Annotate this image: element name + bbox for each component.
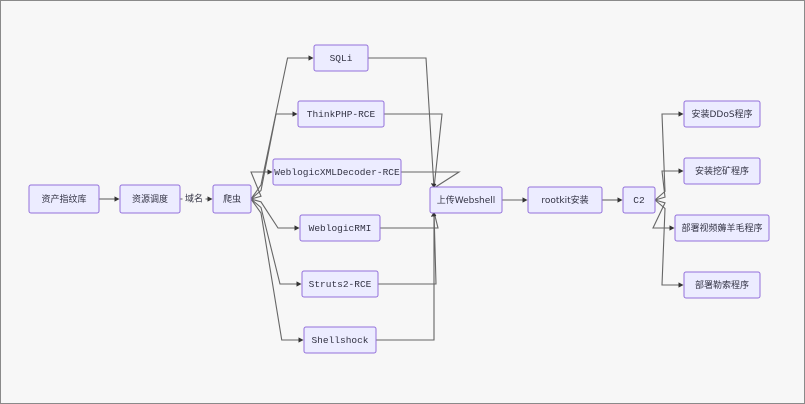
node-label: 安装DDoS程序 (691, 108, 752, 120)
node-box[interactable] (301, 270, 379, 298)
edge-n7-n10 (380, 211, 439, 229)
node-label: rootkit安装 (541, 194, 588, 206)
node-label: Struts2-RCE (309, 279, 372, 290)
node-label: 资源调度 (132, 193, 168, 205)
edge-arrowhead (114, 196, 120, 202)
node-box[interactable] (119, 184, 181, 214)
flow-node[interactable]: Struts2-RCE (301, 270, 379, 298)
edge-n12-n13 (654, 113, 679, 201)
node-box[interactable] (313, 44, 369, 72)
node-box[interactable] (429, 186, 503, 214)
edge-labels-layer: 域名 (182, 192, 206, 206)
node-label: 上传Webshell (437, 194, 496, 206)
node-label: 部署视频薅羊毛程序 (681, 222, 762, 234)
node-label: Shellshock (311, 335, 368, 346)
edge-n12-n14 (654, 170, 679, 201)
edge-arrowhead (267, 169, 273, 175)
flow-node[interactable]: 资源调度 (119, 184, 181, 214)
edge-arrowhead (207, 196, 213, 202)
edge-arrowhead (292, 111, 298, 117)
flow-node[interactable]: 安装挖矿程序 (683, 157, 761, 185)
flow-node[interactable]: 上传Webshell (429, 186, 503, 214)
edge-arrowhead (678, 168, 684, 174)
edge-label-backdrop (182, 192, 206, 206)
edge-arrowhead (298, 337, 304, 343)
flow-node[interactable]: 部署勒索程序 (683, 271, 761, 299)
node-label: 安装挖矿程序 (695, 165, 749, 177)
edge-n3-n5 (250, 113, 293, 200)
edge-arrowhead (431, 183, 437, 188)
edge-n3-n7 (250, 198, 295, 229)
edge-n5-n10 (384, 113, 443, 189)
node-box[interactable] (28, 184, 100, 214)
edge-n3-n6 (250, 171, 268, 200)
node-box[interactable] (297, 100, 385, 128)
node-box[interactable] (303, 326, 377, 354)
flow-node[interactable]: ThinkPHP-RCE (297, 100, 385, 128)
node-box[interactable] (674, 214, 770, 242)
flow-node[interactable]: 安装DDoS程序 (683, 100, 761, 128)
node-label: 爬虫 (223, 193, 241, 205)
flow-node[interactable]: 爬虫 (212, 184, 252, 214)
edge-n4-n10 (368, 57, 435, 189)
flow-node[interactable]: WeblogicRMI (299, 214, 381, 242)
node-label: WeblogicXMLDecoder-RCE (274, 167, 400, 178)
node-label: 部署勒索程序 (695, 279, 749, 291)
edge-n3-n9 (250, 198, 299, 341)
flow-node[interactable]: C2 (622, 186, 656, 214)
node-box[interactable] (683, 271, 761, 299)
edge-n3-n8 (250, 198, 297, 285)
node-box[interactable] (683, 100, 761, 128)
edges-layer (99, 55, 684, 343)
flow-node[interactable]: rootkit安装 (527, 186, 603, 214)
edge-n6-n10 (401, 171, 461, 189)
node-box[interactable] (299, 214, 381, 242)
node-box[interactable] (272, 158, 402, 186)
node-label: C2 (633, 195, 645, 206)
edge-arrowhead (617, 197, 623, 203)
flow-node[interactable]: Shellshock (303, 326, 377, 354)
edge-n9-n10 (376, 212, 435, 341)
node-box[interactable] (683, 157, 761, 185)
edge-arrowhead (678, 111, 684, 117)
edge-arrowhead (669, 225, 675, 231)
node-label: WeblogicRMI (309, 223, 372, 234)
node-box[interactable] (212, 184, 252, 214)
edge-arrowhead (678, 282, 684, 288)
edge-label: 域名 (182, 192, 206, 206)
node-box[interactable] (622, 186, 656, 214)
flow-node[interactable]: 资产指纹库 (28, 184, 100, 214)
node-label: 资产指纹库 (41, 193, 86, 205)
edge-n12-n15 (652, 199, 670, 229)
edge-arrowhead (296, 281, 302, 287)
flow-node[interactable]: 部署视频薅羊毛程序 (674, 214, 770, 242)
node-label: SQLi (330, 53, 353, 64)
node-label: ThinkPHP-RCE (307, 109, 376, 120)
flow-node[interactable]: WeblogicXMLDecoder-RCE (272, 158, 402, 186)
edge-arrowhead (522, 197, 528, 203)
flow-node[interactable]: SQLi (313, 44, 369, 72)
edge-arrowhead (294, 225, 300, 231)
edge-label-text: 域名 (185, 193, 203, 205)
edge-arrowhead (308, 55, 314, 61)
edge-n8-n10 (378, 211, 437, 285)
node-box[interactable] (527, 186, 603, 214)
edge-arrowhead (431, 212, 437, 217)
edge-n12-n16 (654, 199, 679, 286)
